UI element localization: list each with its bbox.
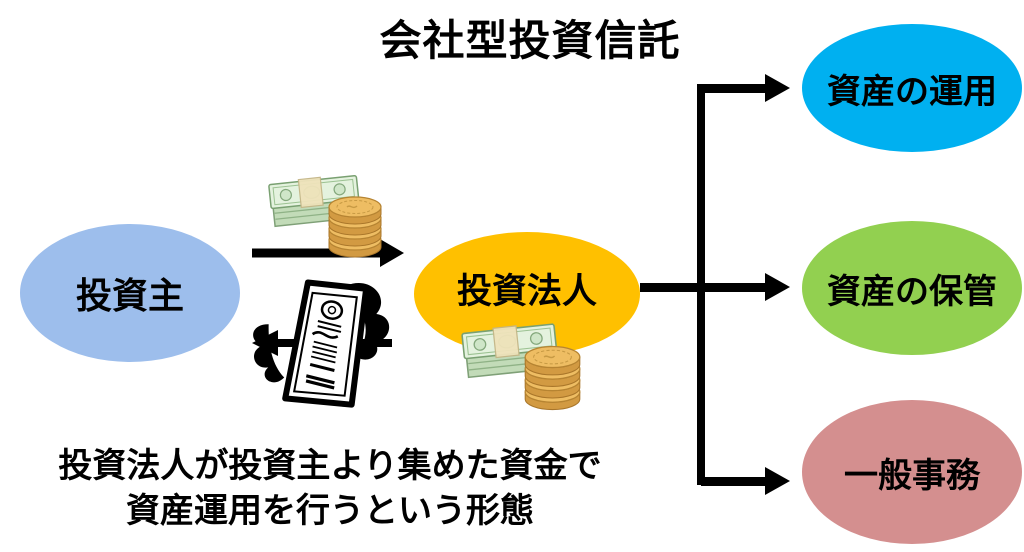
corporation-ellipse — [414, 232, 640, 356]
investor-label: 投資主 — [75, 275, 184, 316]
investor-ellipse — [20, 224, 240, 362]
arrow-to-asset-operation — [701, 74, 790, 102]
asset-custody-label: 資産の保管 — [827, 272, 997, 311]
connector-branch — [640, 74, 790, 495]
caption-line-1: 投資法人が投資主より集めた資金で — [58, 447, 602, 485]
money-icon — [267, 172, 382, 258]
diagram-title: 会社型投資信託 — [379, 16, 681, 64]
corporation-label: 投資法人 — [456, 271, 597, 311]
arrow-to-general-admin — [701, 467, 790, 495]
asset-operation-label: 資産の運用 — [827, 72, 997, 111]
diagram-caption: 投資法人が投資主より集めた資金で 資産運用を行うという形態 — [25, 444, 635, 534]
stock-certificate-icon — [253, 279, 390, 408]
arrow-to-asset-custody — [640, 273, 790, 301]
asset-custody-ellipse — [802, 221, 1022, 355]
caption-line-2: 資産運用を行うという形態 — [126, 492, 534, 530]
general-admin-ellipse — [802, 400, 1022, 544]
arrow-investor-to-corporation — [252, 239, 404, 267]
asset-operation-ellipse — [802, 24, 1022, 152]
general-admin-label: 一般事務 — [844, 456, 980, 495]
